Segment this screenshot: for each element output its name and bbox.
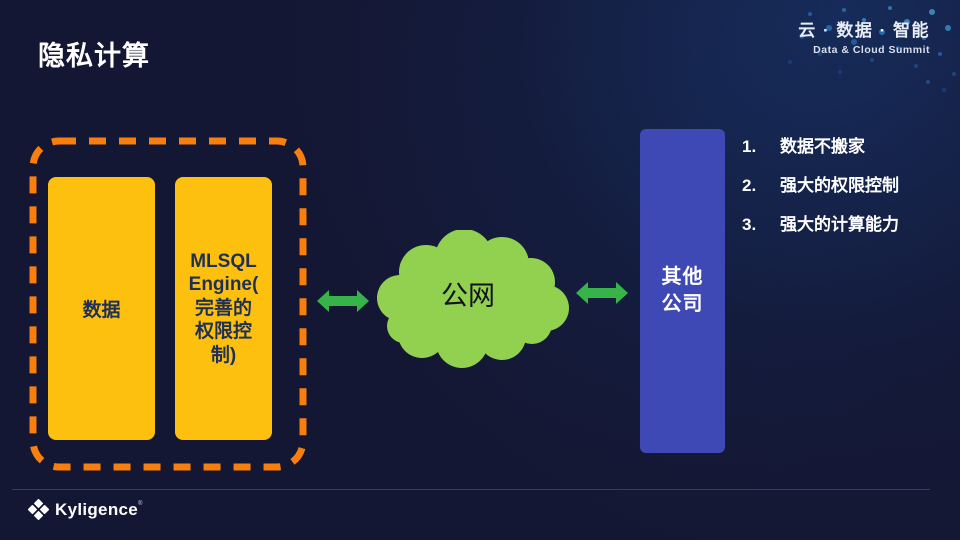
benefit-item: 2. 强大的权限控制 (742, 175, 899, 197)
mlsql-engine-box: MLSQL Engine( 完善的 权限控 制) (175, 177, 272, 440)
private-zone-dashed-border (29, 137, 307, 471)
benefit-item: 3. 强大的计算能力 (742, 214, 899, 236)
kyligence-diamond-icon (28, 499, 49, 520)
mlsql-engine-label: MLSQL Engine( 完善的 权限控 制) (188, 250, 259, 366)
benefits-list: 1. 数据不搬家 2. 强大的权限控制 3. 强大的计算能力 (742, 136, 899, 253)
cloud-label: 公网 (441, 281, 495, 311)
page-title: 隐私计算 (38, 41, 150, 71)
double-arrow-icon-left (317, 290, 369, 312)
background-dots-decor (0, 0, 4, 4)
public-network-cloud: 公网 (377, 230, 569, 368)
benefit-number: 1. (742, 137, 757, 156)
benefit-item: 1. 数据不搬家 (742, 136, 899, 158)
other-company-box: 其他 公司 (640, 129, 725, 453)
data-box-label: 数据 (82, 300, 121, 321)
summit-brand: 云 · 数据 · 智能 Data & Cloud Summit (798, 16, 930, 56)
benefit-number: 2. (742, 176, 757, 195)
benefit-number: 3. (742, 215, 757, 234)
benefit-text: 数据不搬家 (780, 137, 865, 156)
kyligence-logo-text: Kyligence (55, 499, 139, 519)
summit-brand-en: Data & Cloud Summit (813, 44, 930, 56)
benefit-text: 强大的权限控制 (780, 176, 899, 195)
footer-divider (12, 489, 930, 490)
data-box: 数据 (48, 177, 155, 440)
other-company-label: 其他 公司 (661, 266, 704, 315)
kyligence-logo: Kyligence ® (28, 499, 142, 520)
benefit-text: 强大的计算能力 (780, 215, 899, 234)
double-arrow-icon-right (576, 282, 628, 304)
summit-brand-cn: 云 · 数据 · 智能 (798, 21, 930, 40)
trademark-symbol: ® (138, 500, 143, 507)
